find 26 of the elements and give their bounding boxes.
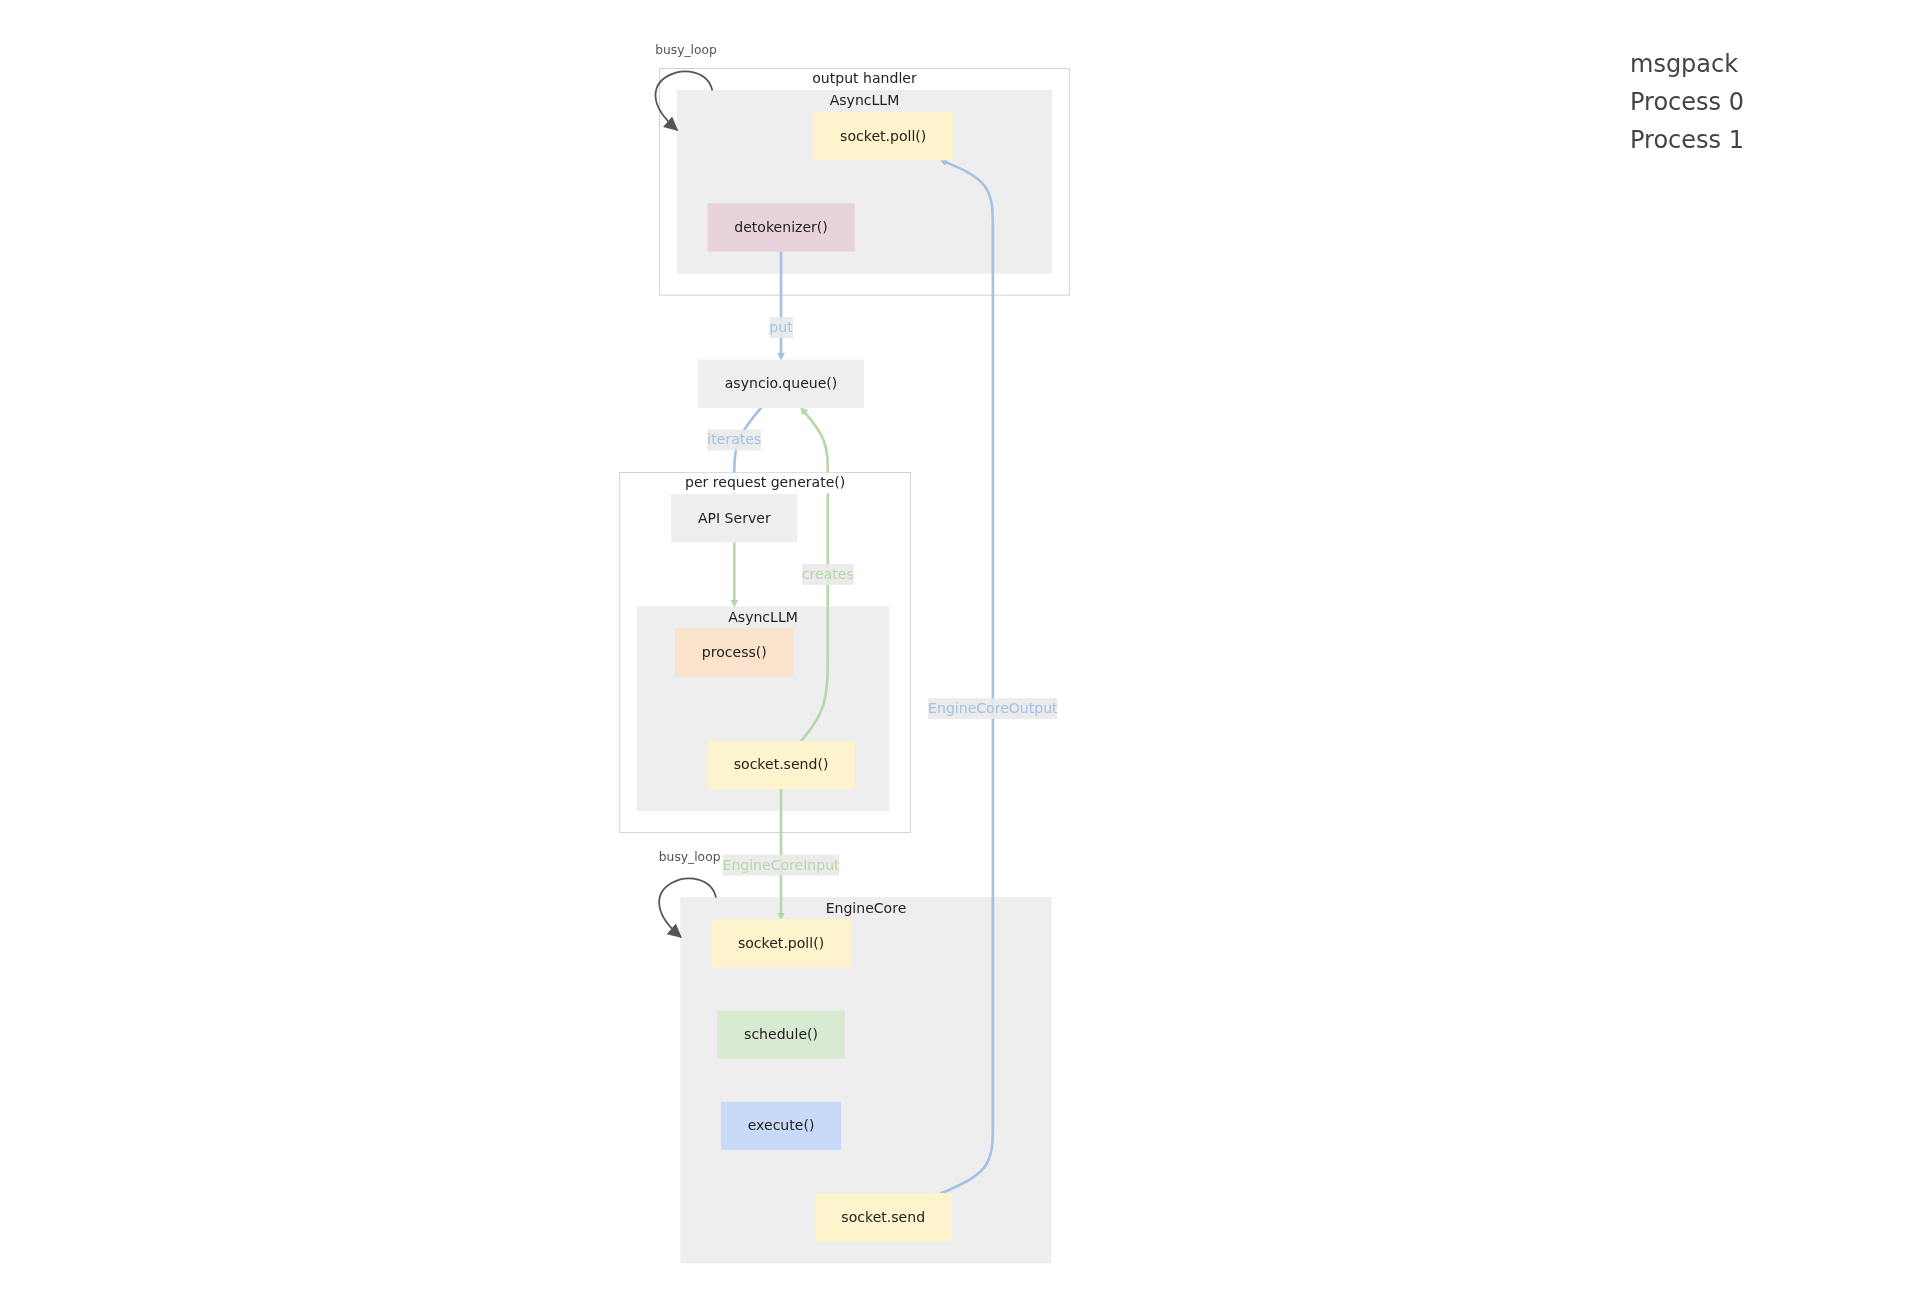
edge-label: busy_loop bbox=[655, 42, 717, 57]
edge-label: put bbox=[769, 318, 793, 336]
node-box: asyncio.queue() bbox=[697, 359, 865, 408]
note-label: msgpack bbox=[1630, 50, 1740, 78]
note-label: Process 0 bbox=[1630, 88, 1745, 116]
node-box: socket.send() bbox=[706, 740, 856, 790]
arrow bbox=[799, 407, 830, 743]
node-box: detokenizer() bbox=[707, 203, 855, 252]
edge-label: iterates bbox=[707, 431, 762, 448]
node-box: socket.poll() bbox=[813, 112, 954, 161]
loop-arrow bbox=[654, 70, 714, 131]
node-box: socket.send bbox=[814, 1193, 952, 1242]
edge-label: EngineCoreInput bbox=[722, 856, 840, 874]
arrow bbox=[777, 251, 785, 361]
note-label: Process 1 bbox=[1630, 126, 1745, 154]
node-box: process() bbox=[675, 628, 794, 677]
arrow bbox=[939, 158, 995, 1195]
edge-label: busy_loop bbox=[658, 849, 721, 864]
node-box: socket.poll() bbox=[711, 919, 851, 968]
node-box: schedule() bbox=[717, 1010, 845, 1059]
loop-arrow bbox=[658, 877, 717, 939]
node-box: API Server bbox=[671, 494, 798, 543]
edge-label: creates bbox=[801, 565, 854, 583]
edge-label: EngineCoreOutput bbox=[928, 699, 1058, 717]
arrow bbox=[730, 541, 739, 608]
node-box: execute() bbox=[720, 1101, 842, 1151]
